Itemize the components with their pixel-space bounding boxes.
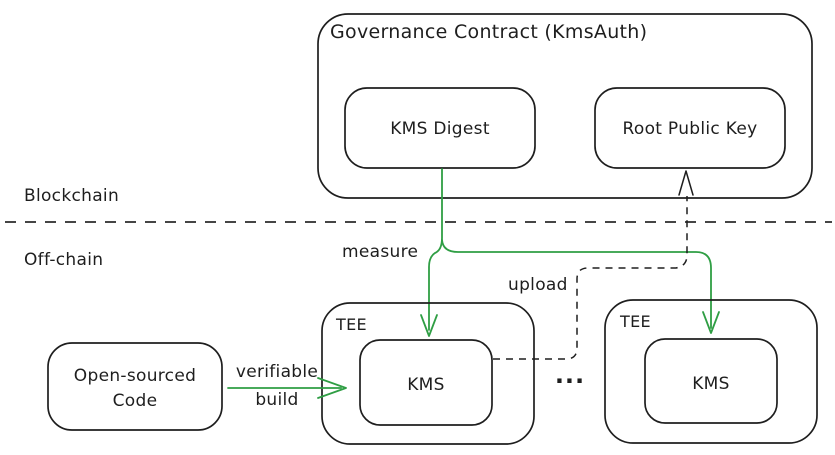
kms-right-label: KMS: [692, 374, 730, 394]
arrowhead-down-left-icon: [420, 314, 438, 337]
measure-edge: measure: [342, 168, 720, 337]
kms-digest-box: KMS Digest: [344, 87, 536, 169]
governance-contract-title: Governance Contract (KmsAuth): [330, 21, 647, 43]
measure-edge-left: [428, 168, 443, 331]
kms-digest-label: KMS Digest: [390, 119, 490, 139]
tee-ellipsis: ...: [555, 361, 585, 389]
arrowhead-right-icon: [317, 377, 347, 399]
open-sourced-code-line2: Code: [113, 391, 158, 411]
kms-digest-border: [344, 87, 536, 169]
governance-contract-box: Governance Contract (KmsAuth) KMS Digest…: [317, 13, 813, 199]
verifiable-build-label-line1: verifiable: [236, 362, 318, 382]
tee-right-border: [604, 299, 818, 444]
open-sourced-code-box: Open-sourced Code: [47, 342, 223, 431]
arrowhead-down-right-icon: [702, 311, 720, 334]
measure-edge-label: measure: [342, 242, 418, 262]
kms-left-border: [359, 339, 493, 426]
upload-edge: upload: [493, 170, 694, 360]
verifiable-build-edge: verifiable build: [227, 362, 347, 410]
blockchain-zone-label: Blockchain: [24, 186, 119, 206]
verifiable-build-label-line2: build: [255, 390, 298, 410]
upload-edge-path: [493, 196, 688, 360]
kms-right-border: [644, 338, 778, 424]
measure-edge-right: [441, 239, 712, 329]
root-public-key-border: [594, 87, 786, 169]
tee-right-title: TEE: [619, 312, 651, 331]
root-public-key-box: Root Public Key: [594, 87, 786, 169]
tee-left-title: TEE: [335, 315, 367, 334]
tee-left-border: [321, 302, 535, 445]
tee-left-box: TEE KMS: [321, 302, 535, 445]
governance-contract-border: [317, 13, 813, 199]
offchain-zone-label: Off-chain: [24, 250, 103, 270]
open-sourced-code-border: [47, 342, 223, 431]
open-sourced-code-line1: Open-sourced: [74, 366, 196, 386]
tee-right-box: TEE KMS: [604, 299, 818, 444]
arrowhead-up-icon: [678, 170, 694, 196]
kms-left-label: KMS: [407, 375, 445, 395]
root-public-key-label: Root Public Key: [623, 119, 758, 139]
upload-edge-label: upload: [508, 275, 568, 295]
